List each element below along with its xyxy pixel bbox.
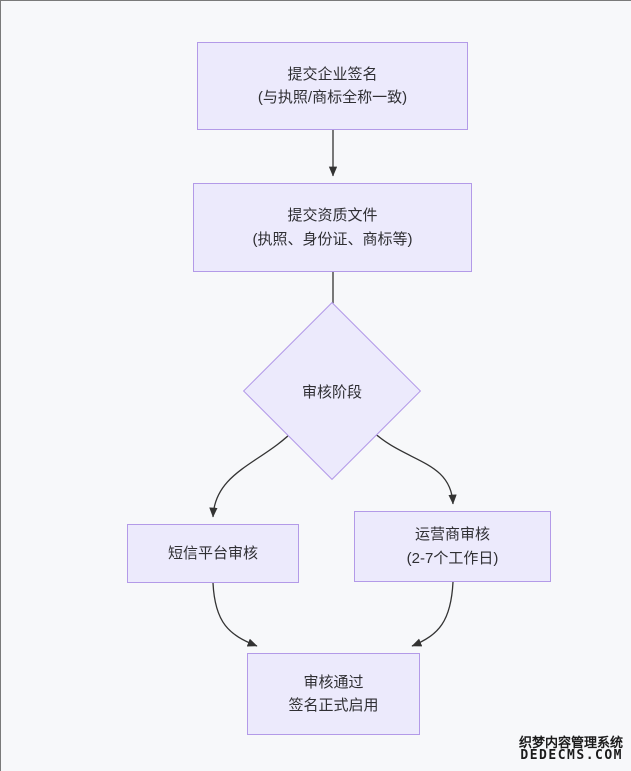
- node-submit-documents[interactable]: 提交资质文件 (执照、身份证、商标等): [193, 183, 472, 272]
- node-submit-signature-line1: 提交企业签名: [287, 65, 378, 83]
- watermark-en: DEDECMS.COM: [520, 748, 623, 764]
- node-sms-platform-review-line1: 短信平台审核: [167, 544, 258, 562]
- node-carrier-review-line1: 运营商审核: [414, 526, 490, 544]
- node-approved[interactable]: 审核通过 签名正式启用: [247, 653, 420, 735]
- node-review-stage-label: 审核阶段: [301, 383, 362, 401]
- node-approved-line1: 审核通过: [303, 673, 364, 691]
- node-submit-signature[interactable]: 提交企业签名 (与执照/商标全称一致): [197, 42, 468, 130]
- node-submit-signature-line2: (与执照/商标全称一致): [257, 89, 408, 106]
- node-approved-line2: 签名正式启用: [288, 697, 379, 714]
- edge-sms-platform-review-to-approved: [212, 582, 258, 647]
- edge-carrier-review-to-approved: [411, 581, 454, 647]
- node-submit-documents-line1: 提交资质文件: [287, 207, 378, 225]
- watermark-cn: 织梦内容管理系统: [518, 734, 623, 750]
- watermark: 织梦内容管理系统 DEDECMS.COM: [519, 736, 623, 763]
- node-carrier-review-line2: (2-7个工作日): [406, 549, 499, 567]
- node-review-stage[interactable]: 审核阶段: [242, 301, 422, 481]
- node-submit-documents-line2: (执照、身份证、商标等): [252, 230, 413, 248]
- node-sms-platform-review[interactable]: 短信平台审核: [127, 524, 299, 583]
- node-carrier-review[interactable]: 运营商审核 (2-7个工作日): [354, 511, 551, 582]
